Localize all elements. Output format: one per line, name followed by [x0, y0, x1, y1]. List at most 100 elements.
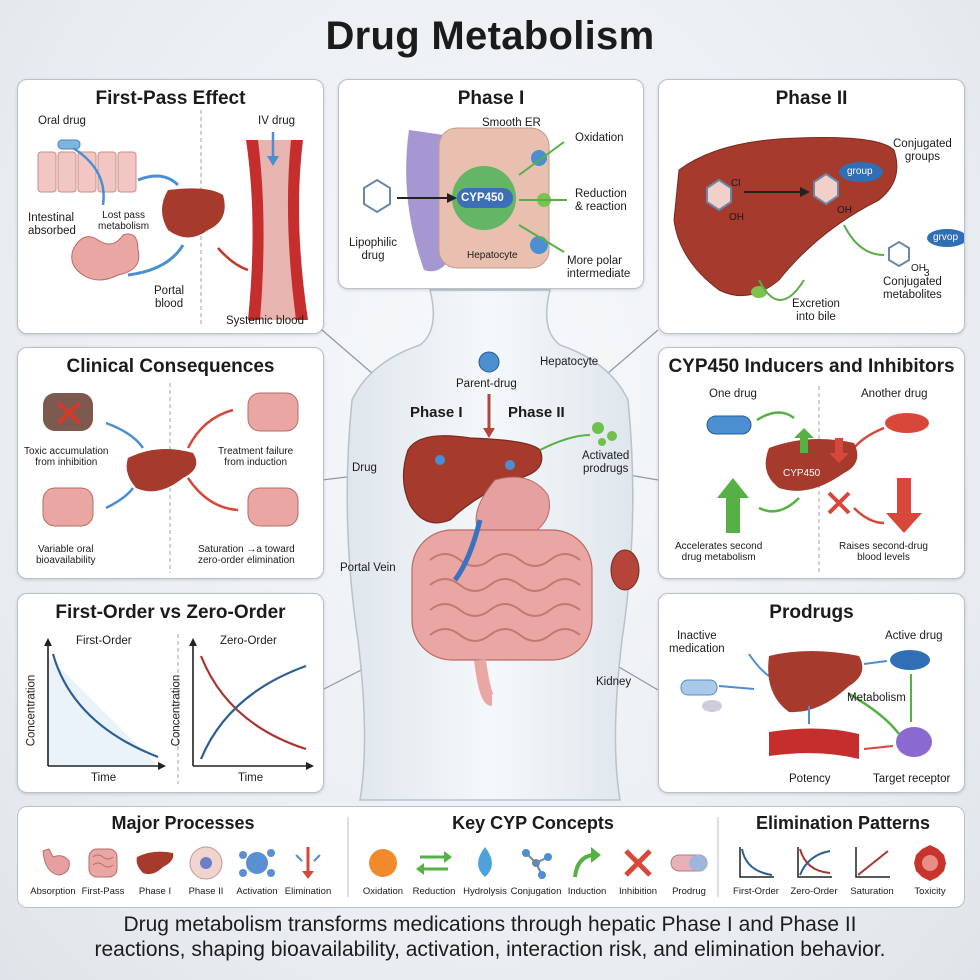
cyp450-label: CYP450 [461, 192, 504, 204]
center-kidney-label: Kidney [596, 676, 632, 688]
phase1-panel: Phase I Smooth ER Oxidation Reduction & … [338, 79, 644, 289]
hepatocyte-label: Hepatocyte [467, 250, 518, 261]
conjugated-groups-label: Conjugated groups [893, 138, 952, 163]
smooth-er-label: Smooth ER [482, 117, 541, 129]
phase1-title: Phase I [457, 88, 525, 109]
saturation-label: Saturation →a toward zero-order eliminat… [198, 544, 295, 566]
potency-label: Potency [789, 773, 831, 785]
legend-item-oxidation: Oxidation [353, 843, 413, 897]
center-intestines [411, 529, 593, 661]
prodrugs-panel: Prodrugs Inactive medication Active drug… [658, 593, 965, 793]
molecule-icon [514, 843, 558, 883]
prodrugs-title: Prodrugs [769, 602, 854, 623]
legend-strip: Major Processes Key CYP Concepts Elimina… [17, 806, 965, 908]
liver-icon [133, 843, 177, 883]
clinical-title: Clinical Consequences [66, 356, 275, 377]
legend-item-inhibition: Inhibition [608, 843, 668, 897]
center-parent-label: Parent-drug [456, 378, 517, 390]
legend-item-first-pass: First-Pass [73, 843, 133, 897]
center-phase2-label: Phase II [508, 404, 565, 421]
legend-item-activation: Activation [227, 843, 287, 897]
accelerates-label: Accelerates second drug metabolism [675, 541, 763, 563]
cross-curve-icon [792, 843, 836, 883]
legend-item-prodrug: Prodrug [659, 843, 719, 897]
legend-item-induction: Induction [557, 843, 617, 897]
iv-drug-label: IV drug [258, 115, 296, 127]
legend-item-conjugation: Conjugation [506, 843, 566, 897]
first-order-label: First-Order [76, 635, 132, 647]
summary-text: Drug metabolism transforms medications t… [94, 913, 886, 961]
legend-item-phase2: Phase II [176, 843, 236, 897]
legend-item-hydrolysis: Hydrolysis [455, 843, 515, 897]
oh-label-3: OH [911, 263, 926, 274]
more-polar-label: More polar intermediate [567, 255, 631, 280]
portal-blood-label: Portal blood [154, 285, 185, 310]
another-drug-label: Another drug [861, 388, 928, 400]
key-cyp-title: Key CYP Concepts [452, 813, 614, 833]
intestine-icon [81, 843, 125, 883]
center-drug-label: Drug [352, 462, 377, 474]
legend-item-zero-order: Zero-Order [784, 843, 844, 897]
variable-label: Variable oral bioavailability [36, 544, 96, 566]
oh-label-2: OH [837, 205, 852, 216]
legend-item-toxicity: Toxicity [900, 843, 960, 897]
major-processes-title: Major Processes [111, 813, 255, 833]
capsule-icon [667, 843, 711, 883]
cyp450-center-label: CYP450 [783, 468, 821, 479]
excretion-label: Excretion into bile [792, 298, 840, 323]
raises-label: Raises second-drug blood levels [839, 541, 928, 563]
systemic-blood-label: Systemic blood [226, 315, 304, 327]
center-phase1-label: Phase I [410, 404, 463, 421]
clinical-panel: Clinical Consequences Toxic accumulation… [17, 347, 324, 579]
conjugated-metabolites-label: Conjugated metabolites [883, 276, 942, 301]
intestinal-label: Intestinal absorbed [28, 212, 76, 237]
legend-item-phase1: Phase I [125, 843, 185, 897]
center-hepatocyte-label: Hepatocyte [540, 356, 599, 368]
lost-pass-label: Lost pass metabolism [98, 210, 150, 232]
cyp-title: CYP450 Inducers and Inhibitors [668, 356, 955, 377]
oxidation-label: Oxidation [575, 132, 624, 144]
ch3-subscript: 3 [924, 268, 930, 279]
phase2-title: Phase II [775, 88, 848, 109]
order-title: First-Order vs Zero-Order [55, 602, 286, 623]
stomach-icon [31, 843, 75, 883]
center-kidney [610, 549, 640, 591]
group-tag-2: grvop [933, 232, 959, 243]
legend-item-reduction: Reduction [404, 843, 464, 897]
concentration-label-1: Concentration [25, 674, 38, 747]
active-drug-label: Active drug [885, 630, 943, 642]
legend-item-elimination: Elimination [278, 843, 338, 897]
cl-label: Cl [731, 178, 741, 189]
page-title: Drug Metabolism [325, 14, 655, 58]
decay-curve-icon [734, 843, 778, 883]
center-activated-label: Activated prodrugs [582, 450, 630, 475]
first-pass-title: First-Pass Effect [95, 88, 246, 109]
oh-label-1: OH [729, 212, 744, 223]
linear-line-icon [850, 843, 894, 883]
cross-icon [616, 843, 660, 883]
elimination-patterns-title: Elimination Patterns [755, 813, 931, 833]
cyp-panel: CYP450 Inducers and Inhibitors One drug … [658, 347, 965, 579]
treatment-label: Treatment failure from induction [218, 446, 294, 468]
cycle-arrows-icon [412, 843, 456, 883]
center-portal-label: Portal Vein [340, 562, 396, 574]
legend-item-saturation: Saturation [842, 843, 902, 897]
water-drop-icon [463, 843, 507, 883]
target-receptor-label: Target receptor [873, 773, 951, 785]
oral-drug-label: Oral drug [38, 115, 86, 127]
one-drug-label: One drug [709, 388, 757, 400]
activated-cell-icon [235, 843, 279, 883]
time-label-2: Time [238, 772, 264, 784]
inactive-label: Inactive medication [669, 630, 725, 655]
toxicity-icon [908, 843, 952, 883]
time-label-1: Time [91, 772, 117, 784]
oxidation-icon [361, 843, 405, 883]
phase2-panel: Phase II Conjugated groups group grvop O… [658, 79, 965, 334]
group-tag-1: group [847, 166, 873, 177]
legend-item-first-order: First-Order [726, 843, 786, 897]
toxic-label: Toxic accumulation from inhibition [24, 446, 109, 468]
zero-order-label: Zero-Order [220, 635, 277, 647]
up-arrow-icon [565, 843, 609, 883]
legend-item-absorption: Absorption [23, 843, 83, 897]
